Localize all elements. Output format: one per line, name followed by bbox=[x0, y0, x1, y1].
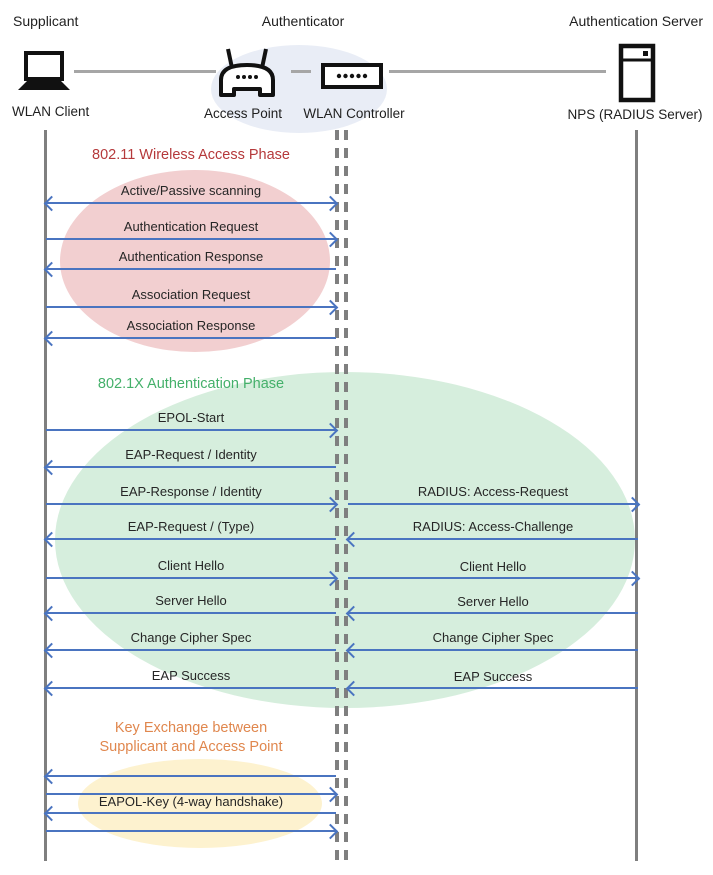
message-label: RADIUS: Access-Challenge bbox=[412, 519, 574, 534]
controller-lifeline-dashed-right bbox=[344, 130, 348, 861]
arrow-active-passive-scanning bbox=[43, 195, 339, 211]
phase3-title: Key Exchange between Supplicant and Acce… bbox=[46, 719, 336, 757]
message-label: Server Hello bbox=[155, 593, 227, 608]
controller-lifeline-dashed-left bbox=[335, 130, 339, 861]
phase2-title: 802.1X Authentication Phase bbox=[97, 376, 285, 392]
arrow-eapol-key-msg2 bbox=[46, 786, 339, 802]
server-lifeline bbox=[635, 130, 638, 861]
message-label: Association Request bbox=[131, 287, 251, 302]
arrow-eapol-key-msg1 bbox=[43, 768, 336, 784]
message-label: Server Hello bbox=[457, 594, 529, 609]
arrow-association-response bbox=[43, 330, 336, 346]
arrow-eap-response-identity bbox=[46, 496, 339, 512]
phase3-title-line1: Key Exchange between bbox=[114, 720, 268, 736]
connector-ap-controller bbox=[291, 70, 311, 73]
arrow-eap-request-type bbox=[43, 531, 336, 547]
message-label: Active/Passive scanning bbox=[120, 183, 262, 198]
phase1-ellipse bbox=[60, 170, 330, 352]
arrow-change-cipher-spec-left bbox=[43, 642, 336, 658]
role-authentication-server: Authentication Server bbox=[569, 13, 703, 29]
message-label: Authentication Response bbox=[118, 249, 264, 264]
message-label: EAP-Request / Identity bbox=[125, 447, 257, 462]
phase1-title: 802.11 Wireless Access Phase bbox=[92, 147, 290, 163]
arrow-eap-success-right bbox=[345, 680, 638, 696]
message-label: Change Cipher Spec bbox=[432, 630, 554, 645]
wireless-router-icon bbox=[215, 46, 279, 103]
message-label: Association Response bbox=[126, 318, 256, 333]
role-authenticator: Authenticator bbox=[261, 13, 345, 29]
arrow-authentication-response bbox=[43, 261, 336, 277]
arrow-server-hello-left bbox=[43, 605, 336, 621]
arrow-association-request bbox=[46, 299, 339, 315]
arrow-eap-request-identity bbox=[43, 459, 336, 475]
connector-client-ap bbox=[74, 70, 216, 73]
arrow-eapol-key-msg4 bbox=[46, 823, 339, 839]
arrow-server-hello-right bbox=[345, 605, 638, 621]
message-label: EAP Success bbox=[453, 669, 533, 684]
node-wlan-client: WLAN Client bbox=[12, 104, 90, 119]
message-label: EAP-Request / (Type) bbox=[127, 519, 255, 534]
message-label: EAP Success bbox=[151, 668, 231, 683]
switch-icon bbox=[321, 62, 383, 95]
message-label: Change Cipher Spec bbox=[130, 630, 252, 645]
node-access-point: Access Point bbox=[203, 106, 283, 121]
connector-controller-server bbox=[389, 70, 606, 73]
phase3-title-line2: Supplicant and Access Point bbox=[99, 739, 283, 755]
node-nps-radius-server: NPS (RADIUS Server) bbox=[567, 107, 703, 122]
message-label: Client Hello bbox=[157, 558, 225, 573]
message-label: EAP-Response / Identity bbox=[120, 484, 262, 499]
arrow-radius-access-request bbox=[348, 496, 641, 512]
message-label: RADIUS: Access-Request bbox=[417, 484, 569, 499]
arrow-eap-success-left bbox=[43, 680, 336, 696]
message-label: EAPOL-Key (4-way handshake) bbox=[98, 794, 284, 809]
arrow-eapol-key-msg3 bbox=[43, 805, 336, 821]
arrow-client-hello-right bbox=[348, 570, 641, 586]
message-label: Client Hello bbox=[459, 559, 527, 574]
arrow-radius-access-challenge bbox=[345, 531, 638, 547]
message-label: Authentication Request bbox=[123, 219, 259, 234]
arrow-epol-start bbox=[46, 422, 339, 438]
server-icon bbox=[618, 43, 656, 108]
role-supplicant: Supplicant bbox=[13, 13, 79, 29]
arrow-authentication-request bbox=[46, 231, 339, 247]
node-wlan-controller: WLAN Controller bbox=[303, 106, 405, 121]
arrow-change-cipher-spec-right bbox=[345, 642, 638, 658]
supplicant-lifeline bbox=[44, 130, 47, 861]
arrow-client-hello-left bbox=[46, 570, 339, 586]
laptop-icon bbox=[16, 50, 72, 99]
phase3-ellipse bbox=[78, 759, 322, 848]
message-label: EPOL-Start bbox=[157, 410, 225, 425]
